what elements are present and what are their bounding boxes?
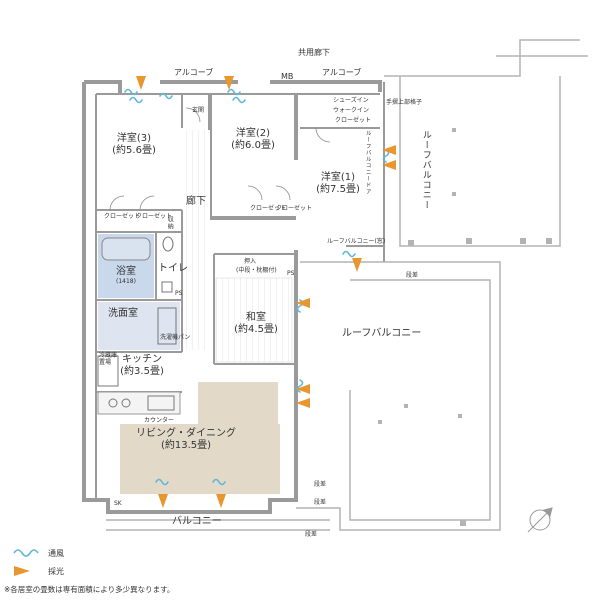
step-label-2: 段差: [314, 481, 327, 488]
room-western1: 洋室(1) (約7.5畳): [316, 172, 360, 195]
ps-label-2: PS: [287, 270, 295, 277]
counter-label: カウンター: [144, 417, 175, 424]
legend-light-icon: [14, 566, 30, 576]
ps-label-1: PS: [175, 290, 183, 297]
compass-icon: [527, 507, 553, 533]
fridge-label: 冷蔵庫置場: [99, 352, 118, 367]
wind-arrows: [124, 88, 390, 486]
storage-label: 収納: [166, 216, 174, 230]
door-2-label: ルーフバルコニー(窓): [327, 238, 386, 245]
footnote: ※各居室の畳数は専有面積により多少異なります。: [4, 585, 175, 594]
hallway-floor: [184, 130, 210, 350]
living-tint-2: [120, 424, 280, 494]
roof-balcony-top-label: ルーフバルコニー: [420, 130, 431, 210]
interior-walls: [95, 82, 385, 500]
legend-wind-icon: [13, 549, 39, 557]
light-arrows: [136, 76, 396, 508]
genkan-label: 玄関: [192, 107, 205, 114]
washer-label: 洗濯機パン: [160, 334, 191, 341]
room-toilet: トイレ: [158, 263, 188, 274]
room-washitsu: 和室 (約4.5畳): [234, 312, 278, 335]
wic-closet-label: クローゼット: [335, 117, 372, 124]
door-1-label: ルーフバルコニードア: [364, 130, 371, 195]
room-kitchen: キッチン (約3.5畳): [120, 354, 164, 377]
balcony-posts: [378, 128, 552, 526]
room-hallway: 廊下: [186, 196, 206, 207]
alcove-left-label: アルコーブ: [174, 68, 214, 77]
room-western2: 洋室(2) (約6.0畳): [231, 128, 275, 151]
step-label-1: 段差: [406, 272, 419, 279]
mb-label: MB: [281, 72, 294, 81]
step-label-3: 段差: [314, 499, 327, 506]
closet-c-label: クローゼット: [250, 205, 287, 212]
washroom-tint: [98, 302, 180, 350]
closet-b-label: クローゼット: [136, 213, 173, 220]
step-label-4: 段差: [305, 531, 318, 538]
walkin-label: ウォークイン: [333, 107, 370, 114]
room-washroom: 洗面室: [108, 308, 138, 319]
room-bath: 浴室 (1418): [116, 266, 136, 285]
balcony-label: バルコニー: [172, 516, 222, 527]
washitsu-floor: [215, 277, 293, 363]
roof-balcony-outline: [106, 39, 588, 531]
roof-balcony-main-label: ルーフバルコニー: [342, 328, 422, 339]
common-hall-label: 共用廊下: [298, 48, 330, 57]
oshiire-sub-label: (中段・枕棚付): [236, 267, 277, 274]
bathtub: [101, 237, 151, 261]
kitchen-counter: [97, 391, 181, 415]
sk-label: SK: [114, 500, 122, 507]
handrail-label: 手摺上部格子: [386, 99, 423, 106]
closet-a-label: クローゼット: [104, 213, 141, 220]
shoes-label: シューズイン: [333, 97, 369, 104]
doors: [109, 107, 331, 211]
legend-light: 採光: [48, 567, 64, 576]
closet-d-label: クローゼット: [276, 205, 313, 212]
oshiire-label: 押入: [244, 258, 257, 265]
fixtures: [97, 236, 177, 411]
alcove-right-label: アルコーブ: [322, 68, 362, 77]
room-western3: 洋室(3) (約5.6畳): [112, 133, 156, 156]
room-living: リビング・ダイニング (約13.5畳): [136, 428, 236, 451]
legend-wind: 通風: [48, 549, 64, 558]
